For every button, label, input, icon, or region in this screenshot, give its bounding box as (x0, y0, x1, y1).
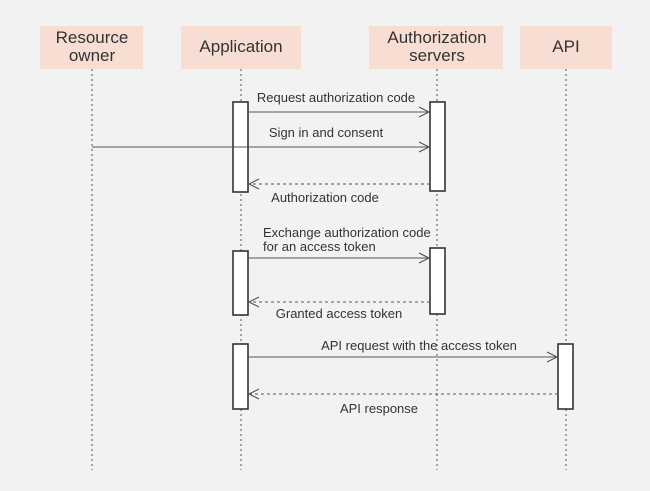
activation-authorization-servers-2 (429, 247, 446, 315)
message-request-authorization-code: Request authorization code (248, 90, 429, 112)
message-granted-access-token: Granted access token (249, 302, 430, 321)
message-label: API response (340, 401, 418, 416)
message-exchange-authorization-code: Exchange authorization code for an acces… (248, 225, 431, 258)
message-api-request: API request with the access token (248, 338, 557, 357)
message-api-response: API response (249, 394, 558, 416)
participant-authorization-servers-label-line-2: servers (409, 46, 465, 65)
activation-application-2 (232, 250, 249, 316)
message-label: Authorization code (271, 190, 379, 205)
message-sign-in-and-consent: Sign in and consent (92, 125, 429, 147)
participant-application-label: Application (199, 37, 282, 56)
message-label: Sign in and consent (269, 125, 384, 140)
participant-application: Application (181, 26, 301, 69)
participant-resource-owner-label-line-1: Resource (56, 28, 129, 47)
activation-api (557, 343, 574, 410)
message-label-line-2: for an access token (263, 239, 376, 254)
participant-resource-owner-label-line-2: owner (69, 46, 116, 65)
participant-api-label: API (552, 37, 579, 56)
participant-authorization-servers-label-line-1: Authorization (387, 28, 486, 47)
message-authorization-code: Authorization code (249, 184, 430, 205)
participant-authorization-servers: Authorization servers (369, 26, 503, 69)
message-label: API request with the access token (321, 338, 517, 353)
participant-resource-owner: Resource owner (40, 26, 143, 69)
activation-authorization-servers-1 (429, 101, 446, 192)
message-label: Granted access token (276, 306, 402, 321)
message-label-line-1: Exchange authorization code (263, 225, 431, 240)
activation-application-3 (232, 343, 249, 410)
participant-api: API (520, 26, 612, 69)
message-label: Request authorization code (257, 90, 415, 105)
